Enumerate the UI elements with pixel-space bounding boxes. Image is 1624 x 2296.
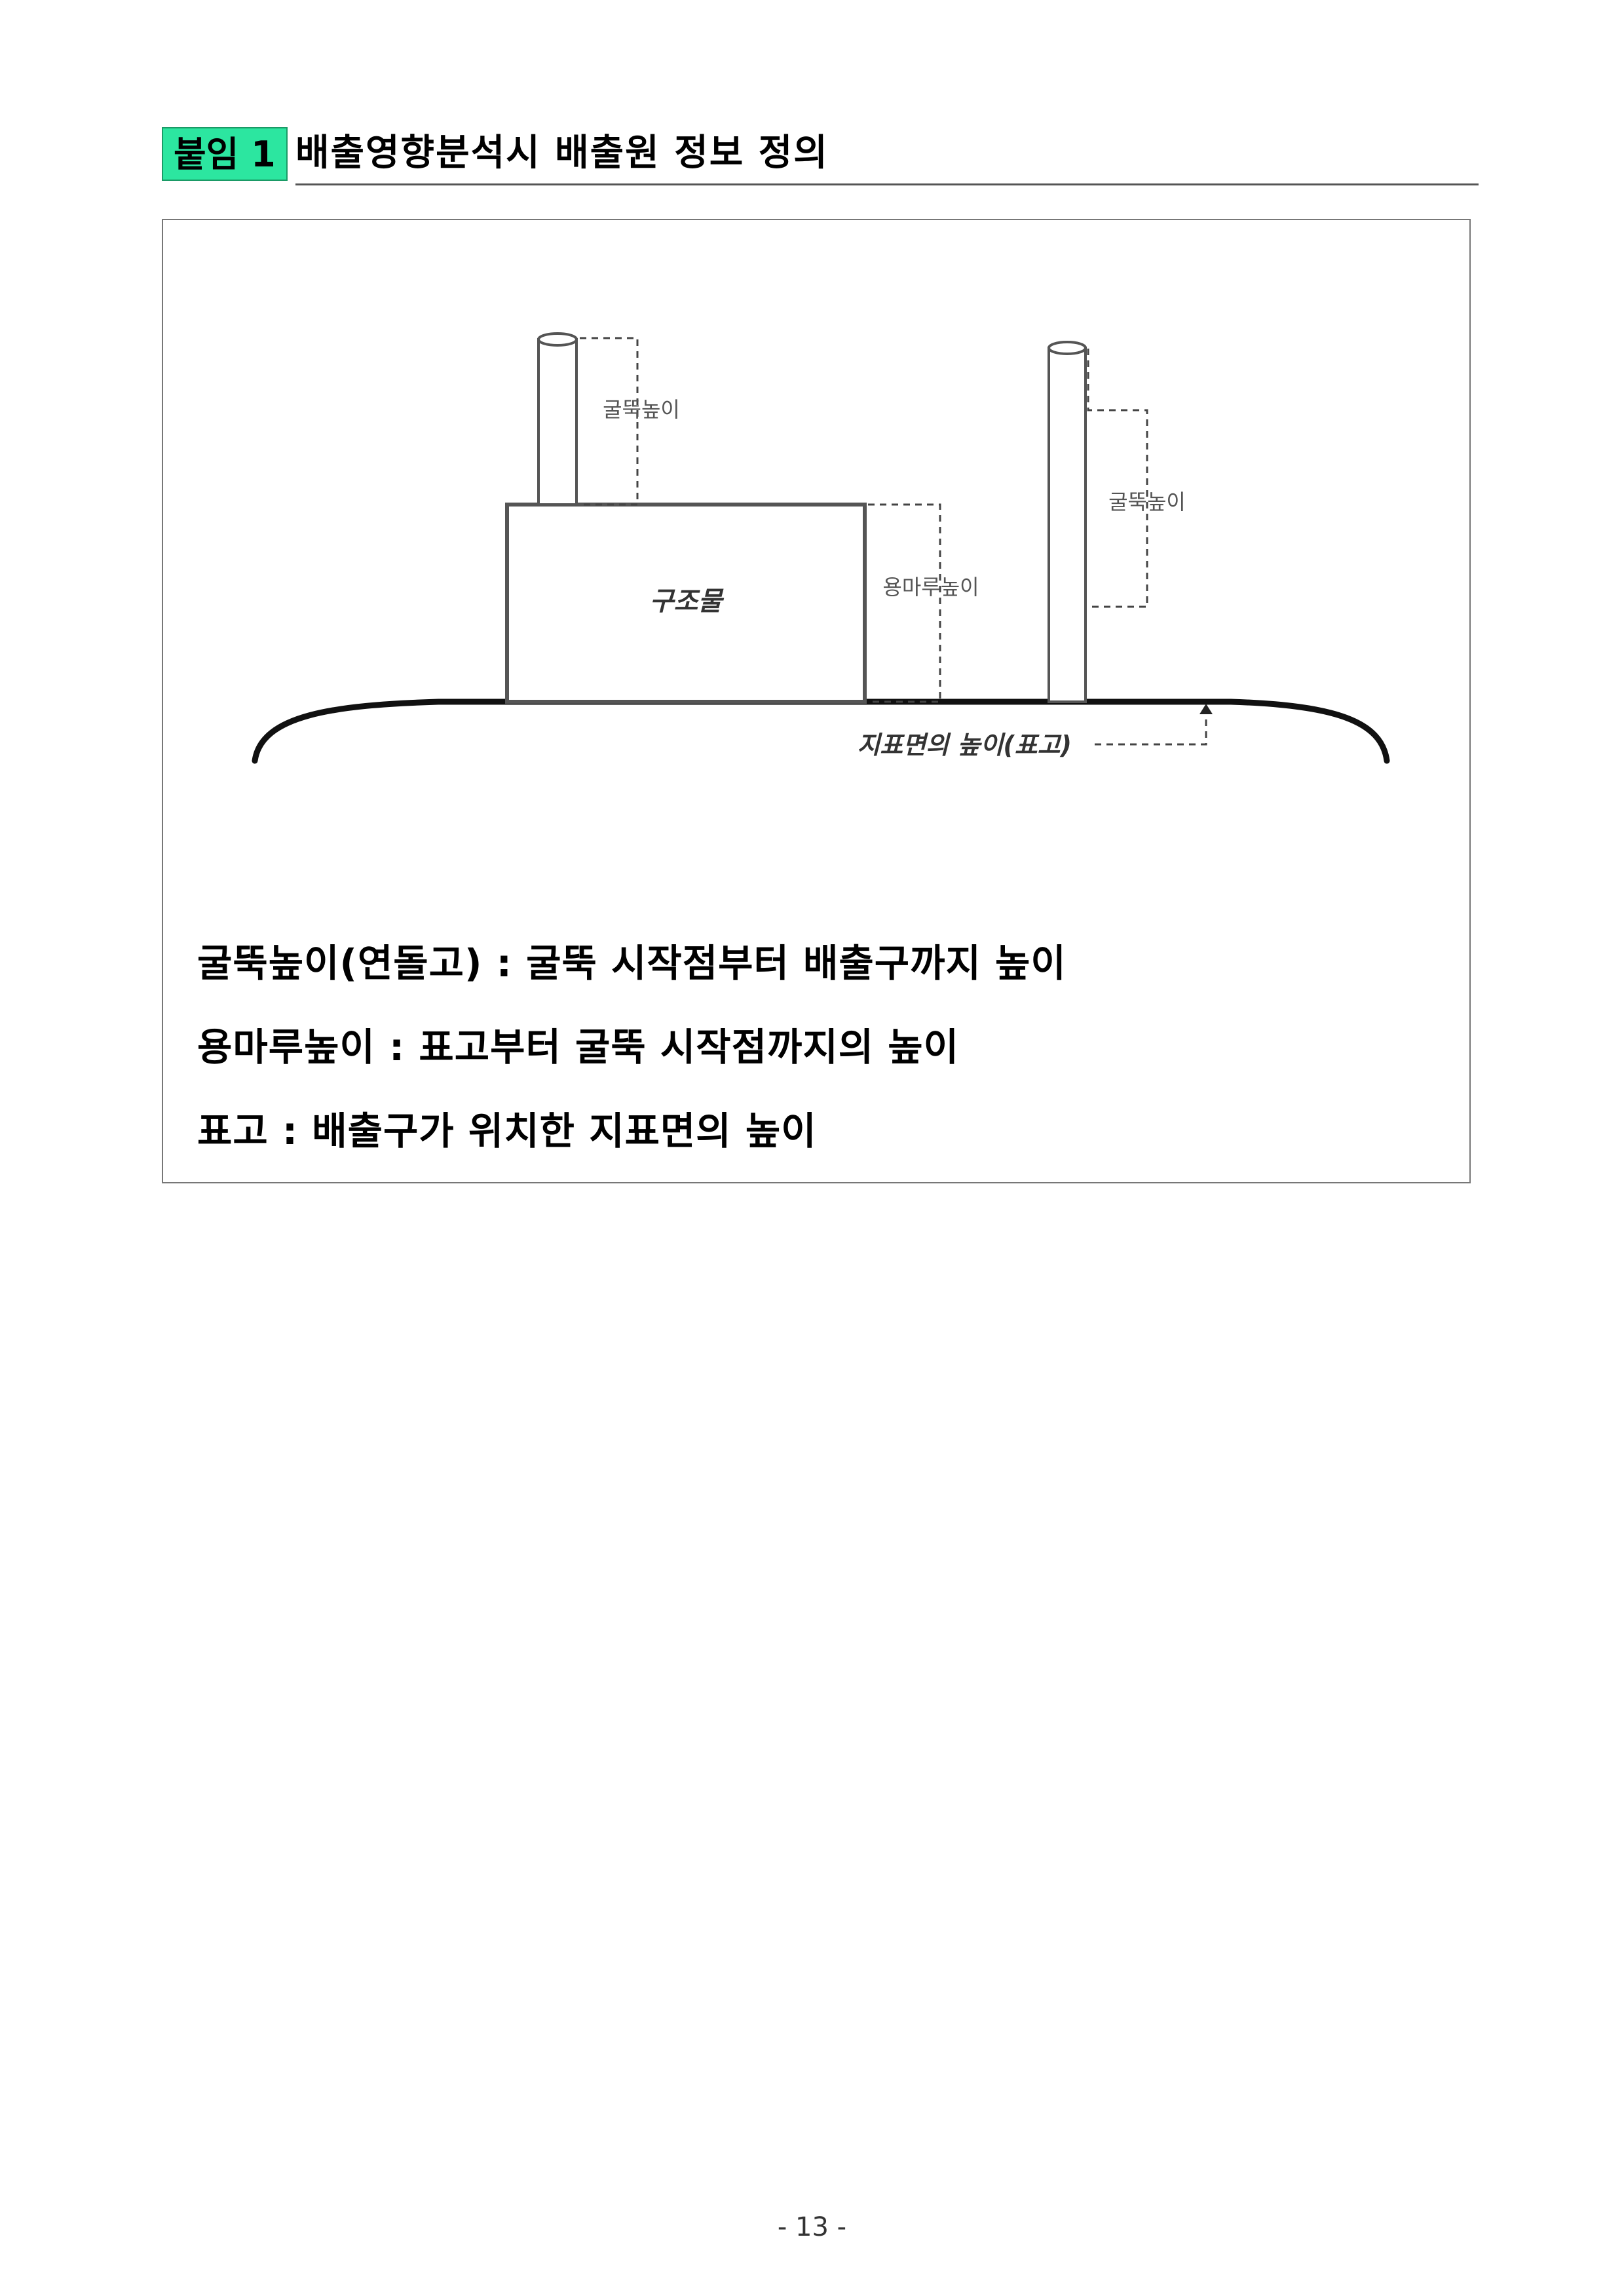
definition-elevation: 표고 : 배출구가 위치한 지표면의 높이 <box>197 1109 817 1153</box>
title-underline <box>295 183 1479 185</box>
figure-box: 구조물 굴뚝높이 용마루높이 굴뚝높이 지표면의 높이(표고) 굴뚝높이(연돌고… <box>162 219 1471 1183</box>
right-stack-dim <box>1087 349 1148 608</box>
right-stack-top <box>1048 341 1087 355</box>
section-heading: 붙임 1 배출영향분석시 배출원 정보 정의 <box>162 124 1479 187</box>
ground-elevation-label: 지표면의 높이(표고) <box>857 731 1072 759</box>
structure-label: 구조물 <box>650 586 725 617</box>
ground-line <box>252 698 1390 764</box>
roof-height-label: 용마루높이 <box>882 575 979 600</box>
emission-source-diagram: 구조물 굴뚝높이 용마루높이 굴뚝높이 지표면의 높이(표고) <box>252 332 1390 764</box>
left-stack-top <box>537 332 578 347</box>
right-stack <box>1048 347 1087 703</box>
right-stack-height-label: 굴뚝높이 <box>1108 489 1186 514</box>
left-stack <box>537 338 578 506</box>
page-number: - 13 - <box>777 2212 847 2242</box>
elevation-pointer <box>1095 713 1207 746</box>
definition-stack-height: 굴뚝높이(연돌고) : 굴뚝 시작점부터 배출구까지 높이 <box>197 941 1067 985</box>
roof-height-dim <box>868 503 941 703</box>
elevation-arrowhead <box>1199 704 1213 714</box>
definition-roof-height: 용마루높이 : 표고부터 굴뚝 시작점까지의 높이 <box>197 1025 959 1069</box>
left-stack-height-label: 굴뚝높이 <box>603 397 680 422</box>
attachment-badge: 붙임 1 <box>162 127 288 181</box>
left-stack-dim <box>580 337 639 506</box>
definition-list: 굴뚝높이(연돌고) : 굴뚝 시작점부터 배출구까지 높이 용마루높이 : 표고… <box>197 921 1067 1173</box>
section-title: 배출영향분석시 배출원 정보 정의 <box>295 132 829 174</box>
structure-rect <box>505 503 867 704</box>
